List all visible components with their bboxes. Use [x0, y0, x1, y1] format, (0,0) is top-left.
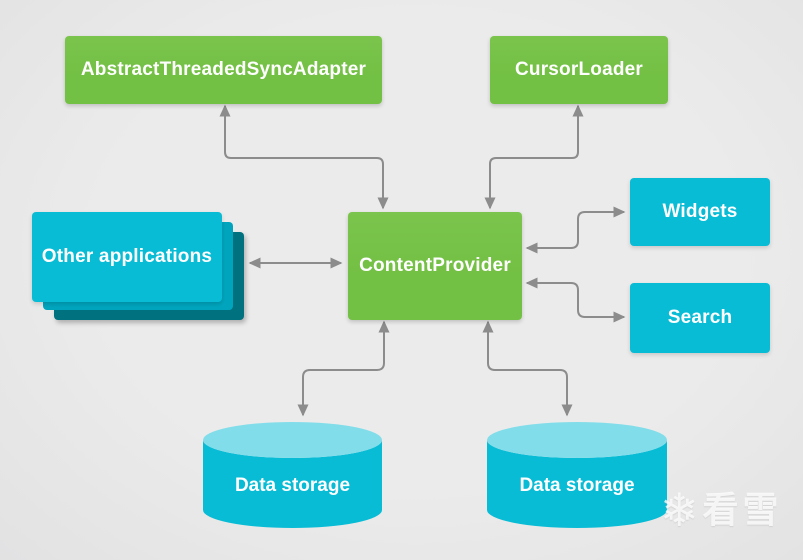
node-label: Search — [667, 307, 733, 328]
node-label: Widgets — [662, 201, 738, 222]
watermark: ❄ 看雪 — [660, 486, 783, 534]
node-data-storage-right-label: Data storage — [519, 475, 635, 496]
node-label: Other applications — [41, 246, 213, 267]
node-search: Search — [630, 283, 770, 353]
node-cursor-loader: CursorLoader — [490, 36, 668, 104]
node-widgets: Widgets — [630, 178, 770, 246]
node-label: ContentProvider — [359, 255, 511, 276]
edge-contentprovider-syncadapter — [219, 104, 389, 210]
node-label: AbstractThreadedSyncAdapter — [80, 59, 367, 80]
snowflake-icon: ❄ — [660, 484, 699, 536]
node-abstract-threaded-sync-adapter: AbstractThreadedSyncAdapter — [65, 36, 382, 104]
cylinder-data-storage-left — [203, 422, 382, 528]
edge-contentprovider-datastorage-right — [482, 320, 573, 417]
edge-contentprovider-datastorage-left — [297, 320, 390, 417]
node-data-storage-left-label: Data storage — [234, 475, 351, 496]
node-other-applications: Other applications — [32, 212, 222, 302]
edge-contentprovider-cursorloader — [484, 104, 584, 210]
edge-contentprovider-search — [525, 277, 626, 323]
cylinder-data-storage-right — [487, 422, 667, 528]
edge-contentprovider-widgets — [525, 206, 626, 254]
node-label: CursorLoader — [514, 59, 644, 80]
watermark-text: 看雪 — [702, 489, 783, 530]
node-content-provider: ContentProvider — [348, 212, 522, 320]
